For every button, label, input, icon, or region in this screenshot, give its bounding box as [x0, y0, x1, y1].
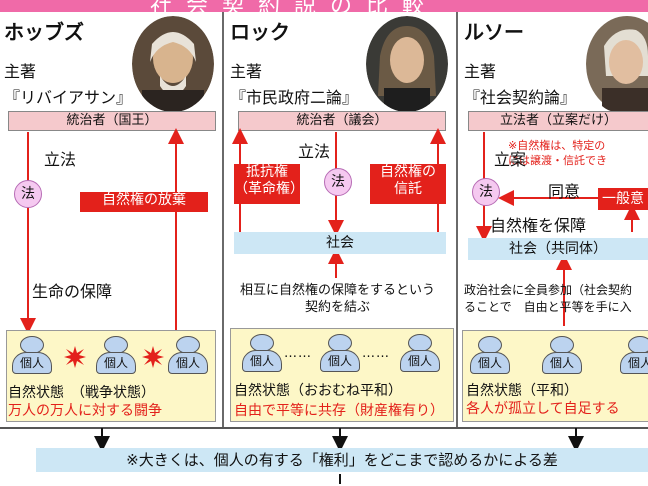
- rousseau-draft: 立案: [494, 150, 527, 169]
- locke-society: 社会: [234, 232, 446, 254]
- rousseau-state2: 各人が孤立して自足する: [466, 401, 620, 417]
- locke-trust: 自然権の 信託: [370, 164, 446, 204]
- hobbes-person-2: 個人: [94, 336, 138, 376]
- hobbes-law-icon: 法: [14, 180, 42, 208]
- hobbes-legislation: 立法: [44, 150, 77, 169]
- rousseau-note: ※自然権は、特定の には譲渡・信託でき: [508, 139, 607, 167]
- footer-summary: ※大きくは、個人の有する「権利」をどこまで認めるかによる差: [36, 448, 648, 472]
- locke-dots-1: ……: [284, 346, 312, 361]
- locke-ruler: 統治者（議会）: [238, 111, 446, 131]
- divider-1: [222, 12, 224, 427]
- rousseau-state1: 自然状態（平和）: [466, 383, 578, 399]
- locke-state1: 自然状態（おおむね平和）: [234, 383, 402, 399]
- locke-work: 『市民政府二論』: [230, 88, 359, 107]
- locke-work-label: 主著: [230, 62, 263, 81]
- hobbes-state1: 自然状態 （戦争状態）: [8, 385, 155, 401]
- rousseau-person-3: 個人: [618, 336, 648, 376]
- hobbes-portrait: [132, 16, 214, 112]
- rousseau-person-1: 個人: [468, 336, 512, 376]
- conflict-burst-icon: [142, 346, 164, 368]
- rousseau-name: ルソー: [464, 20, 524, 44]
- locke-name: ロック: [230, 20, 290, 44]
- rousseau-ruler: 立法者（立案だけ）: [468, 111, 648, 131]
- locke-state2: 自由で平等に共存（財産権有り）: [234, 403, 444, 419]
- hobbes-protect: 生命の保障: [32, 282, 113, 301]
- rousseau-general-will: 一般意: [598, 188, 648, 210]
- divider-2: [456, 12, 458, 427]
- hobbes-renounce: 自然権の放棄: [80, 192, 208, 212]
- locke-contract: 相互に自然権の保障をするという 契約を結ぶ: [240, 283, 436, 315]
- locke-resist: 抵抗権 （革命権）: [234, 164, 304, 204]
- locke-portrait: [366, 16, 448, 112]
- rousseau-person-2: 個人: [540, 336, 584, 376]
- rousseau-participation: 政治社会に全員参加（社会契約 ることで 自由と平等を手に入: [464, 283, 633, 314]
- rousseau-guarantee: 自然権を保障: [490, 216, 587, 235]
- locke-dots-2: ……: [362, 346, 390, 361]
- locke-law-icon: 法: [324, 168, 352, 196]
- hobbes-work: 『リバイアサン』: [4, 88, 133, 107]
- locke-person-3: 個人: [398, 334, 442, 374]
- hobbes-person-3: 個人: [166, 336, 210, 376]
- rousseau-work-label: 主著: [464, 62, 497, 81]
- hobbes-state2: 万人の万人に対する闘争: [8, 403, 162, 419]
- locke-person-1: 個人: [240, 334, 284, 374]
- rousseau-society: 社会（共同体）: [468, 238, 648, 260]
- title-banner: 社会契約説の比較: [0, 0, 648, 12]
- page-title: 社会契約説の比較: [150, 0, 438, 12]
- hobbes-person-1: 個人: [10, 336, 54, 376]
- hobbes-ruler: 統治者（国王）: [8, 111, 216, 131]
- hobbes-name: ホッブズ: [4, 20, 84, 44]
- rousseau-law-icon: 法: [472, 178, 500, 206]
- rousseau-consent: 同意: [548, 182, 581, 201]
- conflict-burst-icon: [64, 346, 86, 368]
- rousseau-work: 『社会契約論』: [464, 88, 577, 107]
- locke-legislation: 立法: [298, 142, 331, 161]
- hobbes-work-label: 主著: [4, 62, 37, 81]
- locke-person-2: 個人: [318, 334, 362, 374]
- bottom-divider: [0, 427, 648, 429]
- rousseau-portrait: [586, 16, 648, 112]
